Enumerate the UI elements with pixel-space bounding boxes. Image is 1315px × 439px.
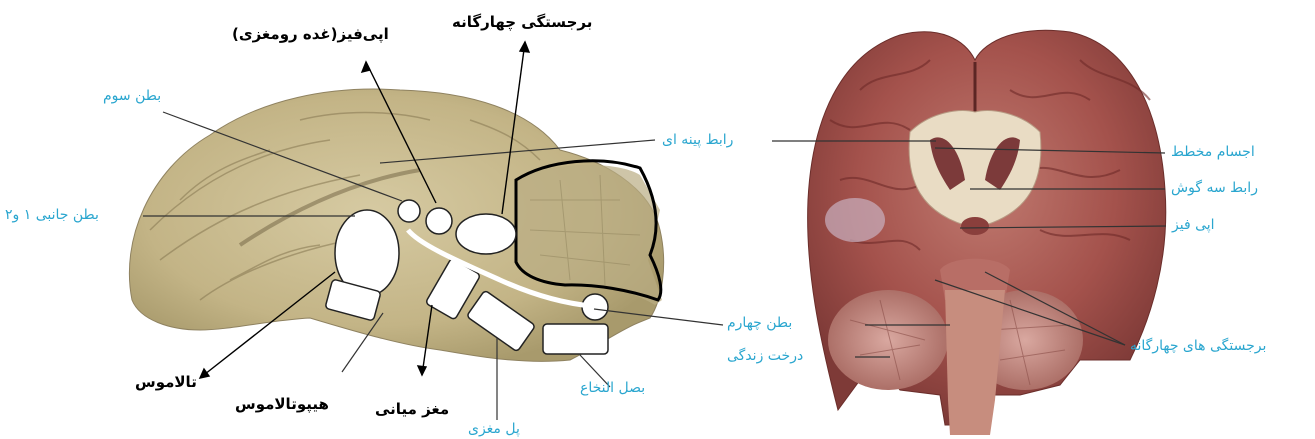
quadrigeminal-label: برجستگی چهارگانه (452, 15, 592, 30)
arbor-vitae-label: درخت زندگی (727, 349, 803, 363)
hypothalamus-label: هیپوتالاموس (235, 397, 329, 412)
striated-bodies-label: اجسام مخطط (1171, 145, 1255, 159)
third-ventricle-label: بطن سوم (103, 89, 161, 103)
trigone-label: رابط سه گوش (1171, 181, 1258, 195)
medulla-label: بصل النخاع (580, 381, 645, 395)
epiphysis-right-label: اپی فیز (1172, 218, 1215, 232)
thalamus-label: تالاموس (135, 375, 197, 390)
dissected-brain (808, 30, 1166, 435)
quadrigeminal-right-label: برجستگی ‌های چهارگانه (1130, 339, 1266, 353)
epiphysis-label: اپی‌فیز(غده رومغزی) (232, 27, 389, 42)
midbrain-label: مغز میانی (375, 402, 449, 417)
quadrigeminal-shape (456, 214, 516, 254)
corpus-callosum-label: رابط پینه‌ ای (662, 133, 733, 147)
medulla-shape (543, 324, 608, 354)
epiphysis-shape (398, 200, 420, 222)
pons-label: پل مغزی (468, 422, 520, 436)
fourth-ventricle-label: بطن چهارم (727, 316, 792, 330)
lateral-ventricles-label: بطن جانبی ۱ و۲ (5, 208, 99, 222)
